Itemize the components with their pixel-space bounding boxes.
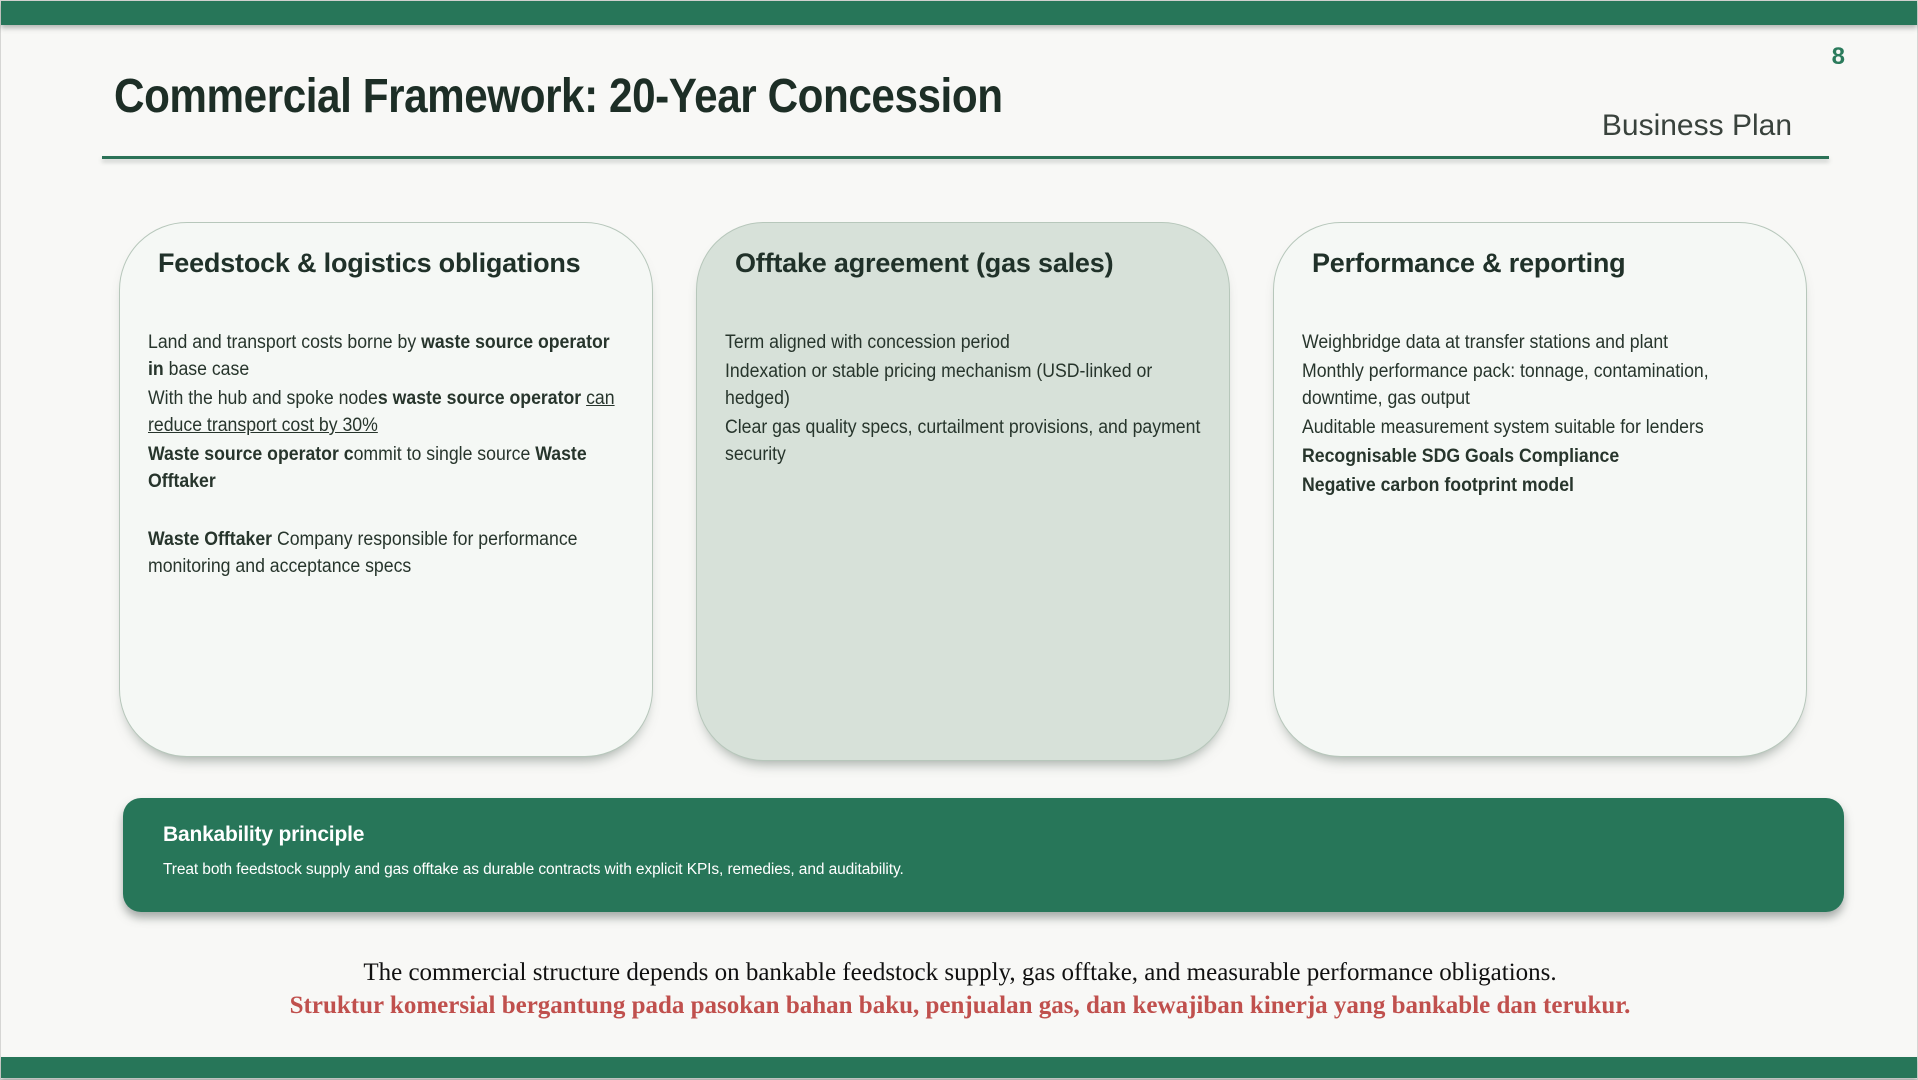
title-divider [102, 156, 1829, 159]
card-paragraph: Land and transport costs borne by waste … [148, 332, 610, 380]
card-paragraph: With the hub and spoke nodes waste sourc… [148, 388, 615, 436]
card-paragraph: Recognisable SDG Goals Compliance [1302, 446, 1620, 467]
card-paragraph: Monthly performance pack: tonnage, conta… [1302, 361, 1709, 409]
card-title: Offtake agreement (gas sales) [735, 248, 1114, 278]
footer-line-english: The commercial structure depends on bank… [363, 959, 1557, 986]
page-number: 8 [1831, 43, 1845, 70]
footer-line-indonesian: Struktur komersial bergantung pada pasok… [289, 992, 1631, 1019]
card-paragraph: Indexation or stable pricing mechanism (… [725, 361, 1153, 409]
card-title: Feedstock & logistics obligations [158, 248, 581, 278]
card-feedstock-logistics: Feedstock & logistics obligations Land a… [119, 222, 653, 757]
card-paragraph: Negative carbon footprint model [1302, 475, 1574, 496]
card-paragraph: Term aligned with concession period [725, 332, 1010, 353]
page-title: Commercial Framework: 20-Year Concession [114, 70, 1003, 123]
card-body: Land and transport costs borne by waste … [148, 329, 628, 580]
card-paragraph: Weighbridge data at transfer stations an… [1302, 332, 1669, 353]
card-paragraph: Waste Offtaker Company responsible for p… [148, 529, 578, 577]
bankability-banner: Bankability principle Treat both feedsto… [123, 798, 1844, 912]
card-title: Performance & reporting [1312, 248, 1626, 278]
header-subtitle: Business Plan [1601, 109, 1792, 142]
bottom-accent-bar [1, 1057, 1917, 1078]
card-performance-reporting: Performance & reporting Weighbridge data… [1273, 222, 1807, 757]
card-offtake-agreement: Offtake agreement (gas sales) Term align… [696, 222, 1230, 761]
cards-row: Feedstock & logistics obligations Land a… [119, 222, 1807, 761]
card-paragraph: Auditable measurement system suitable fo… [1302, 417, 1704, 438]
footer: The commercial structure depends on bank… [1, 959, 1918, 1020]
card-body: Weighbridge data at transfer stations an… [1302, 329, 1782, 499]
banner-body: Treat both feedstock supply and gas offt… [163, 861, 904, 878]
banner-title: Bankability principle [163, 823, 365, 846]
card-paragraph: Waste source operator commit to single s… [148, 444, 587, 492]
card-paragraph [148, 497, 628, 524]
top-accent-bar [1, 1, 1917, 25]
card-paragraph: Clear gas quality specs, curtailment pro… [725, 417, 1201, 465]
